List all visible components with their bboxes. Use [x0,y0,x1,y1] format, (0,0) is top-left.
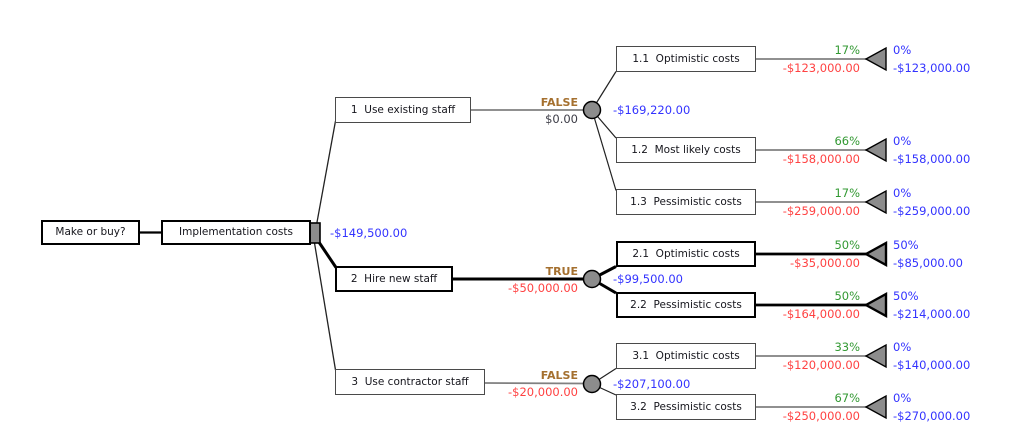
leaf-cost-2-1: -$35,000.00 [790,256,860,270]
end-node-icon-1-2[interactable] [864,137,887,163]
leaf-prob-3-1: 33% [834,340,860,354]
leaf-end-value-1-2: -$158,000.00 [893,152,971,166]
leaf-prob-1-3: 17% [834,186,860,200]
leaf-end-value-2-2: -$214,000.00 [893,307,971,321]
branch-flag-1: FALSE [540,96,578,109]
leaf-end-prob-3-1: 0% [893,340,912,354]
branch-box-3[interactable]: 3 Use contractor staff [335,369,485,395]
end-node-icon-3-2[interactable] [864,394,887,420]
branch-value-3: -$207,100.00 [613,377,691,391]
leaf-end-value-1-1: -$123,000.00 [893,61,971,75]
leaf-cost-1-1: -$123,000.00 [782,61,860,75]
leaf-box-3-2[interactable]: 3.2 Pessimistic costs [616,394,756,420]
decision-branch-line-2-true [316,239,338,269]
leaf-end-prob-2-1: 50% [893,238,919,252]
leaf-box-1-3[interactable]: 1.3 Pessimistic costs [616,189,756,215]
leaf-end-value-3-1: -$140,000.00 [893,358,971,372]
leaf-cost-1-2: -$158,000.00 [782,152,860,166]
root-question-box[interactable]: Make or buy? [41,220,140,245]
decision-node-value: -$149,500.00 [330,226,408,240]
leaf-end-prob-3-2: 0% [893,391,912,405]
leaf-prob-2-1: 50% [834,238,860,252]
decision-branch-line-1 [315,120,337,226]
leaf-end-value-3-2: -$270,000.00 [893,409,971,423]
branch-cost-2: -$50,000.00 [508,281,578,295]
leaf-box-2-2[interactable]: 2.2 Pessimistic costs [616,292,756,318]
branch-flag-2: TRUE [545,265,578,278]
end-node-icon-1-3[interactable] [864,189,887,215]
leaf-end-value-2-1: -$85,000.00 [893,256,963,270]
branch-line-3 [484,382,585,385]
chance-node-icon-2[interactable] [582,269,602,289]
chance-fan-line-1-3 [591,109,617,191]
chance-node-icon-3[interactable] [582,374,602,394]
decision-name-box[interactable]: Implementation costs [161,220,311,245]
leaf-cost-2-2: -$164,000.00 [782,307,860,321]
leaf-box-3-1[interactable]: 3.1 Optimistic costs [616,343,756,369]
leaf-cost-3-1: -$120,000.00 [782,358,860,372]
branch-box-1[interactable]: 1 Use existing staff [335,97,471,123]
leaf-prob-1-1: 17% [834,43,860,57]
leaf-end-prob-1-3: 0% [893,186,912,200]
end-node-icon-3-1[interactable] [864,343,887,369]
leaf-prob-2-2: 50% [834,289,860,303]
branch-box-2[interactable]: 2 Hire new staff [335,266,453,292]
branch-cost-3: -$20,000.00 [508,385,578,399]
end-node-icon-2-2[interactable] [863,291,888,319]
leaf-cost-3-2: -$250,000.00 [782,409,860,423]
leaf-box-1-2[interactable]: 1.2 Most likely costs [616,137,756,163]
leaf-end-prob-1-2: 0% [893,134,912,148]
leaf-end-prob-1-1: 0% [893,43,912,57]
leaf-end-prob-2-2: 50% [893,289,919,303]
branch-value-1: -$169,220.00 [613,103,691,117]
branch-flag-3: FALSE [540,369,578,382]
leaf-prob-3-2: 67% [834,391,860,405]
decision-branch-line-3 [313,242,337,371]
chance-node-icon-1[interactable] [582,100,602,120]
end-node-icon-2-1[interactable] [863,240,888,268]
leaf-end-value-1-3: -$259,000.00 [893,204,971,218]
branch-value-2: -$99,500.00 [613,272,683,286]
branch-cost-1: $0.00 [545,112,578,126]
end-node-icon-1-1[interactable] [864,46,887,72]
leaf-box-1-1[interactable]: 1.1 Optimistic costs [616,46,756,72]
leaf-prob-1-2: 66% [834,134,860,148]
leaf-cost-1-3: -$259,000.00 [782,204,860,218]
leaf-box-2-1[interactable]: 2.1 Optimistic costs [616,241,756,267]
